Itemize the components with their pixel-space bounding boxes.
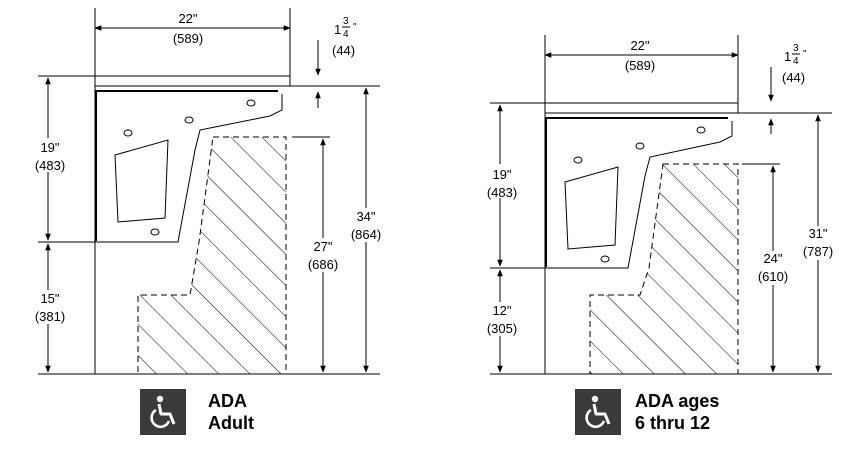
wheelchair-icon <box>140 389 186 435</box>
child-24-inches: 24" <box>763 251 782 266</box>
svg-text:": " <box>803 49 807 60</box>
adult-label-block: ADA Adult <box>140 389 254 435</box>
adult-knee-clearance <box>137 136 287 375</box>
child-lip-num: 3 <box>793 43 799 54</box>
adult-lip-whole: 1 <box>334 22 341 37</box>
adult-19-inches: 19" <box>40 140 59 155</box>
child-lip-mm: (44) <box>782 70 805 85</box>
child-label-text: ADA ages 6 thru 12 <box>635 390 719 434</box>
child-12-inches: 12" <box>492 303 511 318</box>
adult-34-mm: (864) <box>351 227 381 242</box>
svg-text:": " <box>353 22 357 33</box>
adult-34-inches: 34" <box>356 209 375 224</box>
child-lip-whole: 1 <box>784 49 791 64</box>
child-fountain-body <box>544 118 733 269</box>
child-12-mm: (305) <box>487 321 517 336</box>
child-label-line2: 6 thru 12 <box>635 413 711 433</box>
child-knee-clearance <box>589 163 739 375</box>
adult-width-mm: (589) <box>173 31 203 46</box>
child-diagram: 22" (589) 1 3 4 " (44) 19" (483) 1 <box>478 35 841 375</box>
adult-fountain-body <box>94 91 283 243</box>
child-lip-den: 4 <box>793 56 799 67</box>
adult-19-mm: (483) <box>35 158 65 173</box>
adult-label-line2: Adult <box>208 413 254 433</box>
child-countertop <box>544 102 739 114</box>
adult-panel <box>114 139 169 223</box>
child-width-mm: (589) <box>625 58 655 73</box>
child-24-mm: (610) <box>758 269 788 284</box>
adult-countertop <box>94 75 291 87</box>
child-31-inches: 31" <box>808 226 827 241</box>
adult-lip-mm: (44) <box>332 43 355 58</box>
adult-27-inches: 27" <box>313 239 332 254</box>
child-31-mm: (787) <box>803 244 833 259</box>
adult-lip-num: 3 <box>343 16 349 27</box>
child-19-inches: 19" <box>492 167 511 182</box>
child-panel <box>564 166 619 250</box>
adult-27-mm: (686) <box>308 257 338 272</box>
adult-diagram: 22" (589) 1 3 4 " (44) 19" (483) <box>26 8 389 375</box>
adult-label-line1: ADA <box>208 391 247 411</box>
adult-15-inches: 15" <box>40 291 59 306</box>
child-19-mm: (483) <box>487 185 517 200</box>
adult-label-text: ADA Adult <box>208 390 254 434</box>
adult-lip-den: 4 <box>343 29 349 40</box>
child-label-block: ADA ages 6 thru 12 <box>575 389 719 435</box>
child-width-inches: 22" <box>630 38 649 53</box>
wheelchair-icon <box>575 389 621 435</box>
adult-width-inches: 22" <box>178 11 197 26</box>
adult-15-mm: (381) <box>35 309 65 324</box>
child-label-line1: ADA ages <box>635 391 720 411</box>
